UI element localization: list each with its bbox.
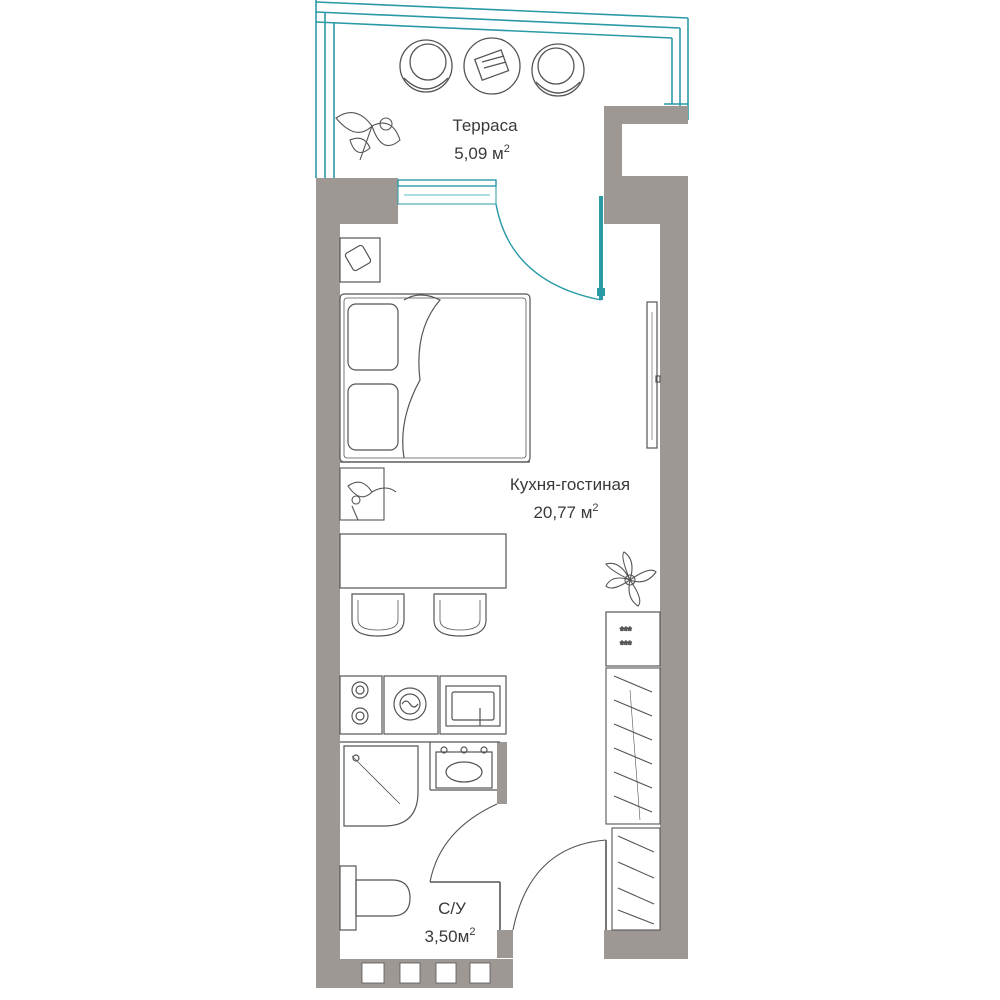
chair-icon: [531, 43, 585, 97]
entrance-door[interactable]: [512, 839, 607, 931]
room-area: 5,09 м2: [454, 143, 510, 163]
washing-machine-icon: [383, 675, 439, 735]
svg-text:***: ***: [620, 640, 632, 651]
plant-icon: [339, 467, 397, 521]
shower-icon: [343, 745, 419, 827]
sink-icon: [439, 675, 507, 735]
bed-icon: [339, 293, 531, 463]
room-name: Терраса: [452, 116, 518, 135]
room-area: 20,77 м2: [533, 502, 598, 522]
bath-partition: [340, 741, 500, 791]
room-label-terrace: Терраса 5,09 м2: [452, 116, 518, 163]
wardrobe-icon: [605, 667, 661, 825]
room-name: Кухня-гостиная: [510, 475, 630, 494]
bath-door[interactable]: [429, 803, 501, 930]
table-icon: [463, 37, 521, 95]
plant-icon: [335, 112, 401, 161]
bottom-windows: [361, 962, 491, 984]
chair-icon: [399, 39, 453, 93]
sink-icon: [435, 746, 493, 789]
stove-icon: [339, 675, 383, 735]
plant-icon: [605, 551, 657, 607]
room-label-living: Кухня-гостиная 20,77 м2: [510, 475, 630, 522]
room-area: 3,50м2: [425, 926, 476, 946]
walls: [316, 106, 688, 988]
svg-text:***: ***: [620, 626, 632, 637]
fridge-icon: *** ***: [605, 611, 661, 667]
terrace-glazing: [315, 0, 689, 178]
wardrobe-icon: [605, 827, 661, 931]
tv-icon: [646, 301, 661, 449]
chair-icon: [351, 593, 405, 637]
room-name: С/У: [438, 899, 466, 918]
room-label-bath: С/У 3,50м2: [425, 899, 476, 946]
nightstand-icon: [339, 237, 381, 283]
chair-icon: [433, 593, 487, 637]
terrace-door[interactable]: [495, 196, 605, 301]
terrace-window: [397, 179, 497, 205]
toilet-icon: [339, 865, 411, 931]
dining-table: [339, 533, 507, 589]
